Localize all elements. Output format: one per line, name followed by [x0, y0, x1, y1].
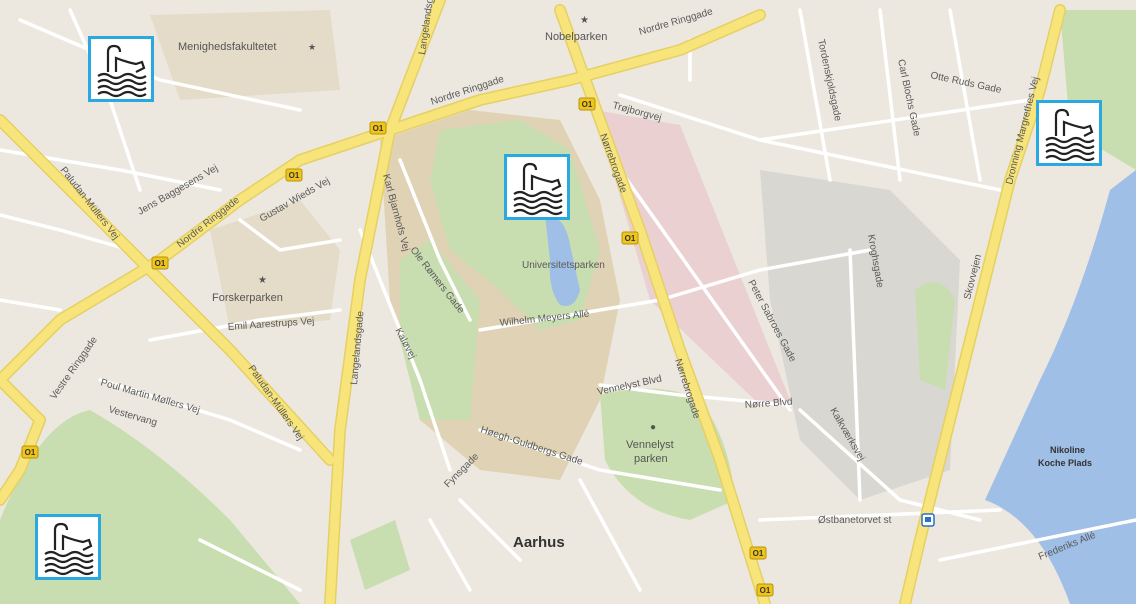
- swimming-pool-icon: [88, 36, 154, 102]
- street-label: Nørre Blvd: [744, 397, 792, 411]
- menighed-area: [150, 10, 340, 100]
- place-label: Østbanetorvet st: [818, 515, 892, 526]
- hospital-area: [595, 110, 790, 405]
- route-shield-label: O1: [155, 259, 166, 268]
- route-shield: O1: [21, 445, 39, 459]
- minor-roads: [0, 8, 1136, 592]
- swimming-pool-marker[interactable]: [35, 514, 101, 580]
- route-shield: O1: [151, 256, 169, 270]
- forskerparken-area: [210, 200, 340, 330]
- route-shield: O1: [578, 97, 596, 111]
- swimming-pool-icon: [1036, 100, 1102, 166]
- poi-pin-icon: ●: [650, 422, 656, 433]
- place-label: Forskerparken: [212, 292, 283, 304]
- swimming-pool-icon: [504, 154, 570, 220]
- route-shield-label: O1: [625, 234, 636, 243]
- place-label: Vennelyst: [626, 439, 674, 451]
- route-shield: O1: [285, 168, 303, 182]
- route-shield-label: O1: [760, 586, 771, 595]
- swimming-pool-marker[interactable]: [1036, 100, 1102, 166]
- swimming-pool-marker[interactable]: [504, 154, 570, 220]
- route-shield-label: O1: [289, 171, 300, 180]
- place-label: Koche Plads: [1038, 458, 1092, 468]
- place-label: Nikoline: [1050, 445, 1085, 455]
- swimming-pool-marker[interactable]: [88, 36, 154, 102]
- city-label: Aarhus: [513, 534, 565, 551]
- poi-star-icon: ★: [580, 15, 589, 26]
- lake: [545, 215, 580, 306]
- sports-field: [350, 520, 410, 590]
- place-labels: ★ Nobelparken Menighedsfakultetet ★ ★ Fo…: [178, 15, 1092, 551]
- route-shield-label: O1: [25, 448, 36, 457]
- poi-star-icon: ★: [258, 275, 267, 286]
- route-shield: O1: [369, 121, 387, 135]
- route-shield-label: O1: [373, 124, 384, 133]
- place-label: Nobelparken: [545, 31, 607, 43]
- place-label: Universitetsparken: [522, 260, 605, 271]
- route-shield-label: O1: [753, 549, 764, 558]
- route-shields: O1 O1 O1 O1 O1 O1 O1 O1: [21, 97, 774, 597]
- route-shield-label: O1: [582, 100, 593, 109]
- park-green-east: [915, 282, 955, 390]
- poi-star-icon: ★: [308, 42, 316, 52]
- place-label: Menighedsfakultetet: [178, 41, 276, 53]
- swimming-pool-icon: [35, 514, 101, 580]
- route-shield: O1: [621, 231, 639, 245]
- route-shield: O1: [749, 546, 767, 560]
- park-green-west: [400, 240, 480, 420]
- route-shield: O1: [756, 583, 774, 597]
- train-station-icon: [921, 513, 935, 527]
- water-harbour: [985, 170, 1136, 604]
- place-label: parken: [634, 453, 668, 465]
